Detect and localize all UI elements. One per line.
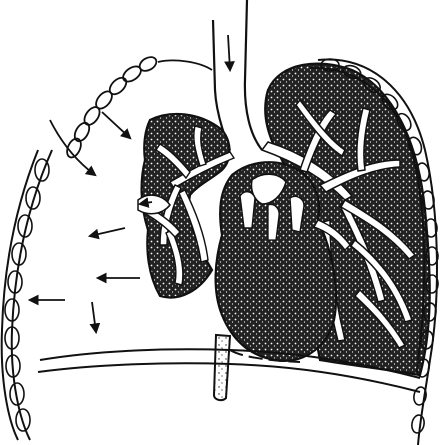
inferior-vessel — [214, 335, 230, 400]
arrow-diaphragm — [92, 302, 96, 332]
arrow-mid-left — [90, 228, 125, 236]
arrow-trachea — [228, 35, 230, 70]
arrow-upper-left — [102, 112, 130, 138]
left-chest-wall — [2, 150, 52, 440]
arrow-curved-left — [50, 120, 95, 175]
